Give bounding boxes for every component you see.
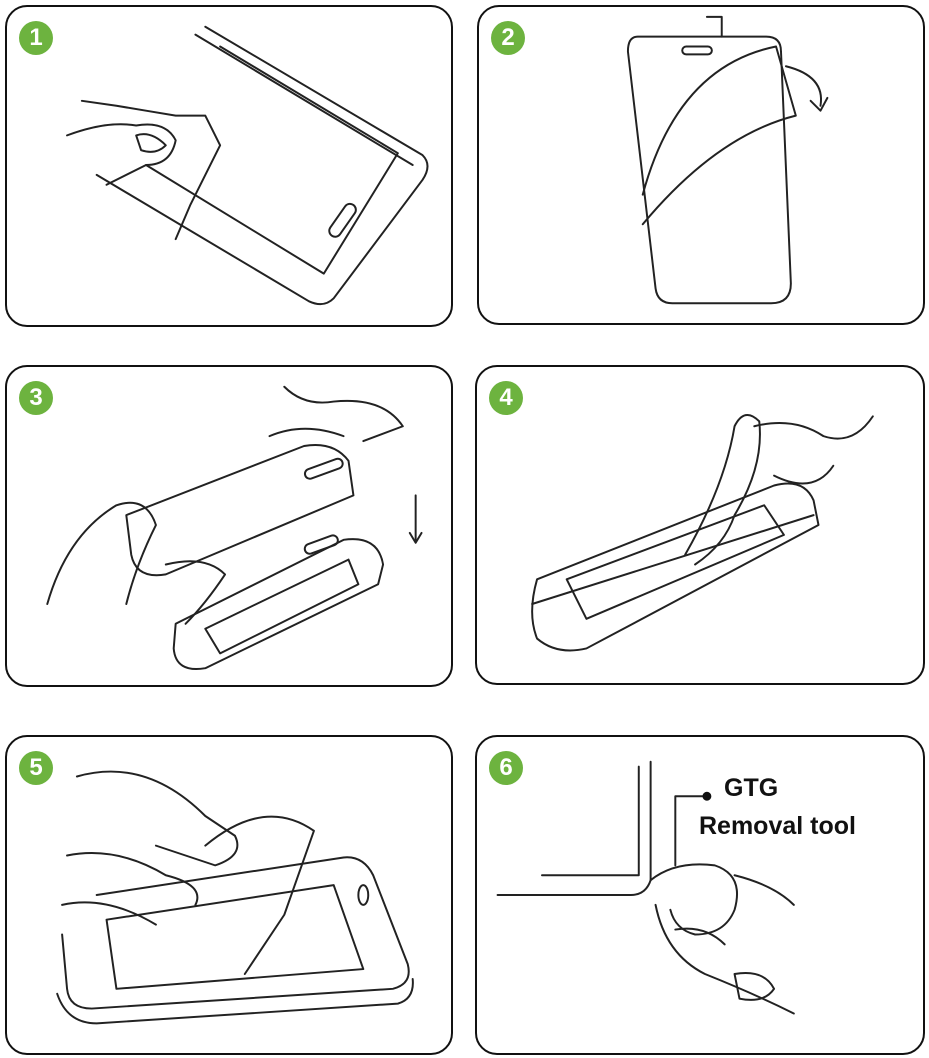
step-badge: 4 xyxy=(489,381,523,415)
removal-tool-illustration xyxy=(496,760,795,1015)
step-badge: 2 xyxy=(491,21,525,55)
tool-label-name: Removal tool xyxy=(699,812,856,840)
step-badge: 5 xyxy=(19,751,53,785)
press-glass-illustration xyxy=(531,414,874,652)
smooth-bubbles-illustration xyxy=(56,770,414,1025)
apply-glass-illustration xyxy=(46,385,423,670)
step-3-panel: 3 xyxy=(5,365,453,687)
tool-label-brand: GTG xyxy=(724,774,779,802)
step-1-panel: 1 xyxy=(5,5,453,327)
step-badge: 6 xyxy=(489,751,523,785)
step-badge: 1 xyxy=(19,21,53,55)
step-2-panel: 2 xyxy=(477,5,925,325)
step-badge: 3 xyxy=(19,381,53,415)
peel-film-illustration xyxy=(626,15,829,305)
step-4-panel: 4 xyxy=(475,365,925,685)
clean-screen-illustration xyxy=(66,25,429,306)
step-5-panel: 5 xyxy=(5,735,453,1055)
step-6-panel: 6 GTG Removal tool xyxy=(475,735,925,1055)
